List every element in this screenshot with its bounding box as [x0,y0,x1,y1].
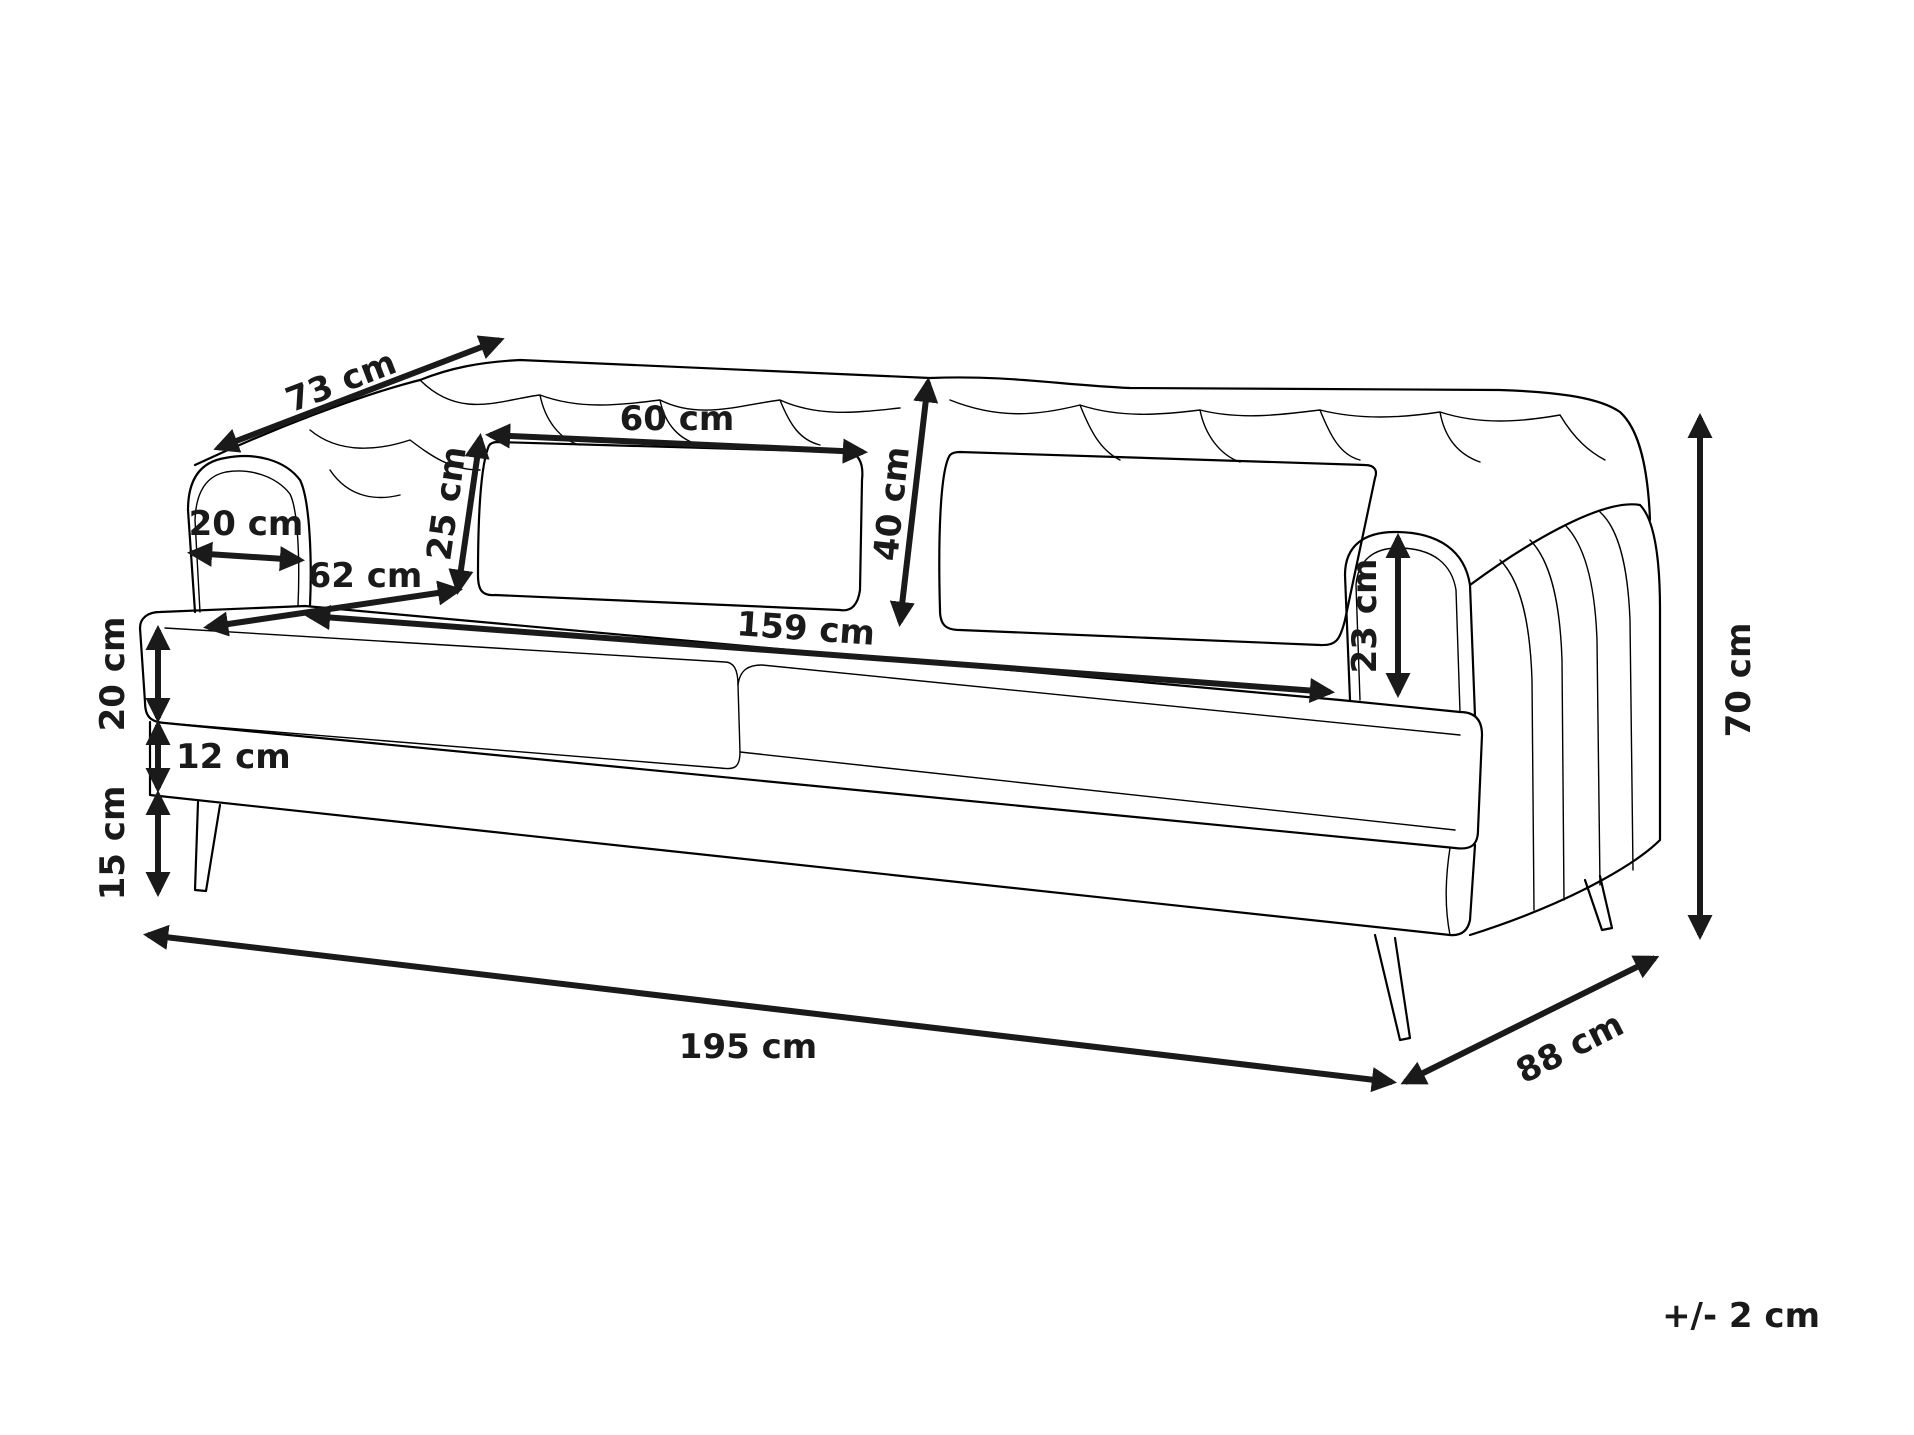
label-arm-depth: 73 cm [280,343,401,421]
label-arm-width: 20 cm [189,504,304,544]
dimension-labels: 73 cm 60 cm 25 cm 40 cm 20 cm 62 cm 159 … [93,343,1759,1093]
leg-front-right [1373,933,1412,1042]
label-overall-width: 195 cm [679,1027,817,1067]
dim-195cm-arrow [142,924,1398,1093]
label-seat-cushion-height: 20 cm [93,617,133,732]
dim-159cm-arrow [304,604,1336,704]
backrest-tufting [309,379,1606,499]
right-side-panel [1468,503,1662,937]
tolerance-note: +/- 2 cm [1662,1296,1820,1336]
dim-25cm-arrow [448,433,490,595]
leg-front-left [193,800,222,893]
dim-88cm-arrow [1400,955,1660,1085]
label-arm-height: 23 cm [1345,559,1385,674]
dim-40cm-arrow [889,376,939,628]
leg-back-right [1583,874,1614,932]
right-pillow [938,450,1378,647]
label-overall-height: 70 cm [1719,623,1759,738]
left-arm [186,454,312,614]
label-leg-height: 15 cm [93,786,133,901]
left-pillow [476,440,864,612]
dimension-lines [142,335,1713,1093]
label-cushion-width: 60 cm [620,399,735,439]
dim-20cm-arm-arrow [186,541,306,572]
label-seat-depth: 62 cm [308,556,423,596]
label-overall-depth: 88 cm [1510,1004,1630,1092]
right-arm [1343,530,1477,718]
dim-73cm-arrow [213,335,505,453]
label-backrest-width: 159 cm [735,604,876,654]
sofa-base [148,720,1477,937]
label-base-height: 12 cm [176,737,291,777]
dim-60cm-arrow [484,423,869,464]
